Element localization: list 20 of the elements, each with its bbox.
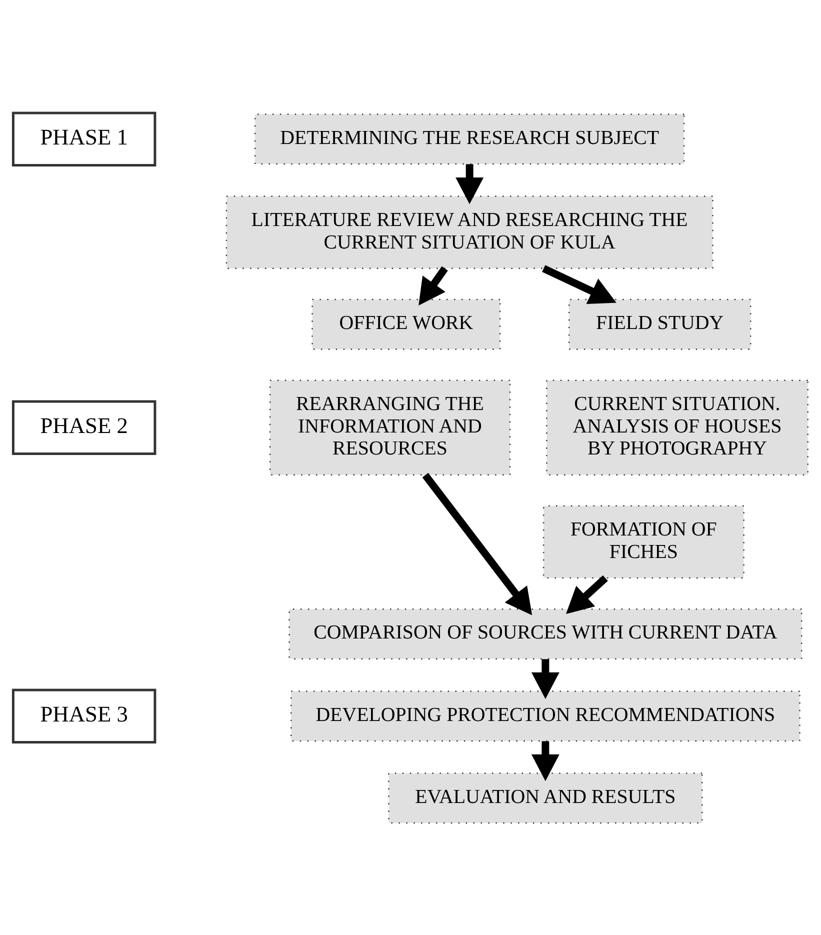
node-box: CURRENT SITUATION. ANALYSIS OF HOUSES BY PHOTOGRAPHY — [546, 379, 808, 475]
node-box: PHASE 1 — [12, 111, 156, 166]
arrow — [418, 266, 448, 306]
node-box: PHASE 3 — [12, 688, 156, 743]
arrow — [542, 264, 616, 304]
node-box: EVALUATION AND RESULTS — [388, 772, 703, 824]
node-box: DETERMINING THE RESEARCH SUBJECT — [254, 113, 685, 164]
arrow — [566, 574, 608, 614]
node-box: COMPARISON OF SOURCES WITH CURRENT DATA — [288, 608, 802, 659]
arrow — [422, 472, 532, 615]
node-box: PHASE 2 — [12, 400, 156, 454]
arrow — [456, 164, 484, 204]
node-box: LITERATURE REVIEW AND RESEARCHING THE CURRENT SITUATION OF KULA — [226, 195, 714, 269]
node-box: OFFICE WORK — [312, 298, 501, 350]
node-box: REARRANGING THE INFORMATION AND RESOURCES — [269, 379, 511, 475]
node-box: DEVELOPING PROTECTION RECOMMENDATIONS — [290, 690, 800, 742]
arrow — [531, 658, 560, 698]
node-box: FORMATION OF FICHES — [542, 504, 744, 578]
node-box: FIELD STUDY — [568, 298, 752, 350]
arrow — [531, 740, 560, 781]
